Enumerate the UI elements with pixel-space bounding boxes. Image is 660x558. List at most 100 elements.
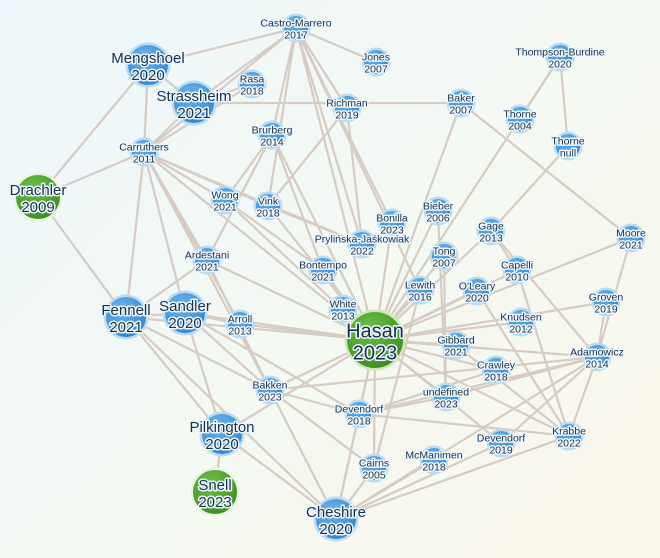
node-circle[interactable] xyxy=(364,50,388,74)
node-circle[interactable] xyxy=(484,358,508,382)
node-circle[interactable] xyxy=(449,91,473,115)
node-circle[interactable] xyxy=(258,378,282,402)
node-circle[interactable] xyxy=(240,72,264,96)
node-name-label: Sandler xyxy=(159,298,211,315)
node-circle[interactable] xyxy=(165,293,205,333)
node-circle[interactable] xyxy=(213,188,237,212)
node-circle[interactable] xyxy=(347,312,403,368)
node-circle[interactable] xyxy=(284,16,308,40)
node-circle[interactable] xyxy=(585,345,609,369)
node-circle[interactable] xyxy=(619,226,643,250)
node-circle[interactable] xyxy=(331,297,355,321)
node-circle[interactable] xyxy=(594,290,618,314)
node-circle[interactable] xyxy=(380,211,404,235)
node-circle[interactable] xyxy=(16,175,60,219)
node-circle[interactable] xyxy=(432,244,456,268)
node-circle[interactable] xyxy=(362,456,386,480)
node-circle[interactable] xyxy=(465,279,489,303)
edges-layer xyxy=(36,26,633,521)
node-circle[interactable] xyxy=(311,258,335,282)
node-circle[interactable] xyxy=(193,470,237,514)
node-circle[interactable] xyxy=(106,297,146,337)
node-circle[interactable] xyxy=(256,194,280,218)
node-circle[interactable] xyxy=(444,333,468,357)
node-name-label: Snell xyxy=(198,477,231,494)
node-circle[interactable] xyxy=(260,123,284,147)
node-circle[interactable] xyxy=(556,134,580,158)
node-circle[interactable] xyxy=(422,448,446,472)
node-circle[interactable] xyxy=(347,402,371,426)
node-circle[interactable] xyxy=(132,140,156,164)
node-name-label: Devendorf xyxy=(335,404,384,416)
node-circle[interactable] xyxy=(426,199,450,223)
node-circle[interactable] xyxy=(350,232,374,256)
node-circle[interactable] xyxy=(128,45,168,85)
node-circle[interactable] xyxy=(505,258,529,282)
node-circle[interactable] xyxy=(548,45,572,69)
node-circle[interactable] xyxy=(489,431,513,455)
node-circle[interactable] xyxy=(508,107,532,131)
node-circle[interactable] xyxy=(509,310,533,334)
node-circle[interactable] xyxy=(557,424,581,448)
node-circle[interactable] xyxy=(195,248,219,272)
node-circle[interactable] xyxy=(202,414,242,454)
node-circle[interactable] xyxy=(335,96,359,120)
node-circle[interactable] xyxy=(479,219,503,243)
node-circle[interactable] xyxy=(408,278,432,302)
node-circle[interactable] xyxy=(228,312,252,336)
node-circle[interactable] xyxy=(434,385,458,409)
node-name-label: Crawley xyxy=(477,360,516,372)
edge-drachler-fennell xyxy=(36,195,128,319)
node-year-label: 2023 xyxy=(353,342,398,364)
node-circle[interactable] xyxy=(316,499,356,539)
node-circle[interactable] xyxy=(174,83,214,123)
node-name-label: Bonilla xyxy=(376,213,408,225)
